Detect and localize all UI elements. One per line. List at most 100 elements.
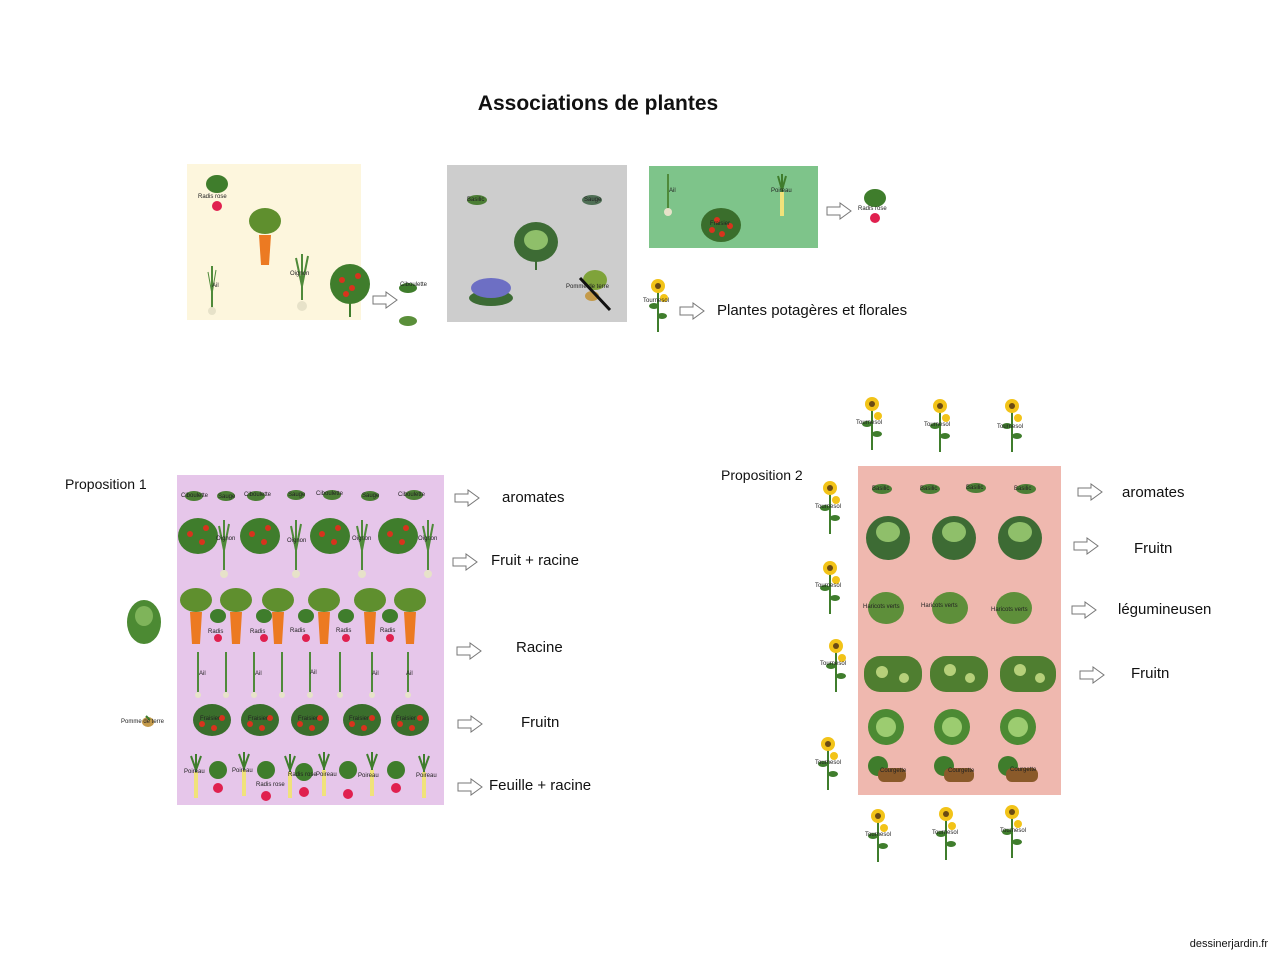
- row-label: légumineusen: [1118, 601, 1211, 618]
- row-label: Fruitn: [521, 714, 559, 731]
- label-ciboulette: Ciboulette: [181, 493, 208, 499]
- arrow-right-icon: [457, 778, 483, 796]
- label-oignon: Oignon: [352, 536, 371, 542]
- label-oignon: Oignon: [216, 536, 235, 542]
- label-ail: Ail: [372, 671, 379, 677]
- label-poireau: Poireau: [184, 769, 205, 775]
- label-oignon: Oignon: [418, 536, 437, 542]
- label-tournesol: Tournesol: [820, 661, 846, 667]
- arrow-right-icon: [1073, 537, 1099, 555]
- arrow-right-icon: [456, 642, 482, 660]
- footer-credit: dessinerjardin.fr: [1190, 938, 1268, 950]
- label-poireau: Poireau: [316, 772, 337, 778]
- label-poireau: Poireau: [232, 768, 253, 774]
- label-poireau: Poireau: [416, 773, 437, 779]
- label-tournesol: Tournesol: [856, 420, 882, 426]
- label-ail: Ail: [255, 671, 262, 677]
- tomato-plant-icon: [328, 262, 372, 318]
- label-radis: Radis: [380, 628, 395, 634]
- label-ail: Ail: [199, 671, 206, 677]
- legend-text: Plantes potagères et florales: [717, 302, 907, 319]
- label-tournesol: Tournesol: [865, 832, 891, 838]
- proposition-1-title: Proposition 1: [65, 476, 147, 492]
- sunflower-border: [810, 394, 1040, 866]
- label-basilic: Basilic: [966, 485, 983, 491]
- label-basilic: Basilic: [467, 197, 484, 203]
- label-pomme-de-terre: Pomme de terre: [121, 719, 164, 725]
- label-tournesol: Tournesol: [815, 504, 841, 510]
- garlic-row: [186, 650, 426, 700]
- label-oignon: Oignon: [287, 538, 306, 544]
- label-radis-rose: Radis rose: [288, 772, 317, 778]
- label-sauge: Sauge: [584, 197, 601, 203]
- label-basilic: Basilic: [872, 486, 889, 492]
- label-ciboulette: Ciboulette: [400, 282, 427, 288]
- label-courgette: Courgette: [948, 768, 974, 774]
- label-fraisier: Fraisier: [349, 716, 369, 722]
- label-poireau: Poireau: [358, 773, 379, 779]
- row-label: Feuille + racine: [489, 777, 591, 794]
- garlic-icon: [203, 264, 221, 316]
- label-radis: Radis: [208, 629, 223, 635]
- label-radis: Radis: [336, 628, 351, 634]
- label-sauge: Sauge: [362, 493, 379, 499]
- arrow-right-icon: [457, 715, 483, 733]
- label-fraisier: Fraisier: [396, 716, 416, 722]
- label-ail: Ail: [212, 283, 219, 289]
- label-fraisier: Fraisier: [200, 716, 220, 722]
- label-tournesol: Tournesol: [815, 583, 841, 589]
- label-ail: Ail: [406, 671, 413, 677]
- garlic-icon: [660, 172, 676, 216]
- arrow-right-icon: [826, 202, 852, 220]
- row-label: Fruitn: [1131, 665, 1169, 682]
- row-label: Fruitn: [1134, 540, 1172, 557]
- arrow-right-icon: [452, 553, 478, 571]
- label-fraisier: Fraisier: [298, 716, 318, 722]
- arrow-right-icon: [454, 489, 480, 507]
- label-haricots: Haricots verts: [921, 603, 958, 609]
- lavender-icon: [468, 272, 514, 308]
- sunflower-icon: [646, 276, 670, 334]
- label-tournesol: Tournesol: [1000, 828, 1026, 834]
- label-sauge: Sauge: [288, 492, 305, 498]
- label-radis: Radis: [250, 629, 265, 635]
- proposition-2-title: Proposition 2: [721, 467, 803, 483]
- squash-row: [862, 652, 1058, 696]
- strike-out-icon: [578, 276, 612, 312]
- label-ail: Ail: [669, 188, 676, 194]
- label-haricots: Haricots verts: [863, 604, 900, 610]
- arrow-right-icon: [679, 302, 705, 320]
- row-label: aromates: [1122, 484, 1185, 501]
- label-radis-rose: Radis rose: [858, 206, 887, 212]
- label-fraisier: Fraisier: [710, 221, 730, 227]
- label-ciboulette: Ciboulette: [316, 491, 343, 497]
- arrow-right-icon: [372, 291, 398, 309]
- arrow-right-icon: [1071, 601, 1097, 619]
- label-ciboulette: Ciboulette: [244, 492, 271, 498]
- label-haricots: Haricots verts: [991, 607, 1028, 613]
- row-label: Fruit + racine: [491, 552, 579, 569]
- label-sauge: Sauge: [218, 494, 235, 500]
- label-radis: Radis: [290, 628, 305, 634]
- eggplant-row: [862, 512, 1052, 568]
- cabbage-row: [864, 706, 1050, 748]
- row-label: Racine: [516, 639, 563, 656]
- label-radis-rose: Radis rose: [256, 782, 285, 788]
- label-tournesol: Tournesol: [932, 830, 958, 836]
- label-courgette: Courgette: [1010, 767, 1036, 773]
- label-radis-rose: Radis rose: [198, 194, 227, 200]
- row-label: aromates: [502, 489, 565, 506]
- onion-icon: [290, 252, 314, 314]
- carrot-radish-row: [178, 586, 440, 648]
- tomato-plant-icon: [126, 598, 162, 654]
- label-basilic: Basilic: [1014, 486, 1031, 492]
- label-ciboulette: Ciboulette: [398, 492, 425, 498]
- arrow-right-icon: [1077, 483, 1103, 501]
- leek-icon: [775, 172, 789, 218]
- arrow-right-icon: [1079, 666, 1105, 684]
- label-courgette: Courgette: [880, 768, 906, 774]
- label-tournesol: Tournesol: [643, 298, 669, 304]
- tomato-onion-row: [176, 512, 444, 582]
- label-poireau: Poireau: [771, 188, 792, 194]
- carrot-icon: [248, 205, 282, 267]
